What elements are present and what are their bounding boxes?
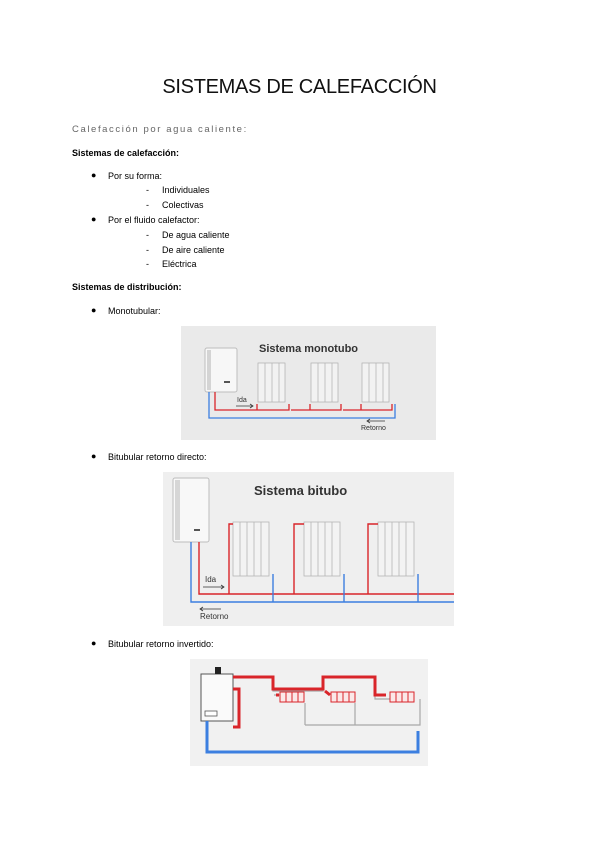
radiator-icon [389, 691, 415, 703]
radiator-icon [310, 362, 339, 403]
list-item: Por el fluido calefactor: [108, 215, 200, 225]
list-subitem: Eléctrica [162, 259, 197, 269]
supply-label: Ida [237, 397, 247, 404]
radiator-icon [279, 691, 305, 703]
supply-pipe [214, 392, 393, 411]
supply-label: Ida [205, 575, 217, 584]
bitube-reverse-return-diagram [190, 659, 428, 766]
section-heading-calefaccion: Sistemas de calefacción: [72, 148, 180, 158]
list-item: Por su forma: [108, 171, 163, 181]
radiator-icon [361, 362, 390, 403]
list-subitem: De agua caliente [162, 230, 230, 240]
boiler-icon [204, 347, 238, 393]
dash-icon: - [146, 230, 149, 240]
figure-title: Sistema bitubo [254, 483, 347, 498]
supply-pipe [233, 675, 386, 729]
return-pipe [208, 392, 396, 419]
arrow-right-icon [220, 584, 225, 590]
arrow-left-icon [199, 606, 204, 612]
return-label: Retorno [200, 612, 229, 621]
figure-title: Sistema monotubo [259, 343, 358, 355]
list-item: Bitubular retorno invertido: [108, 639, 214, 649]
subtitle: Calefacción por agua caliente: [72, 124, 248, 135]
return-pipe [190, 542, 454, 603]
bullet-icon: ● [91, 214, 97, 224]
radiator-icon [303, 521, 341, 577]
boiler-icon [200, 667, 234, 722]
list-subitem: De aire caliente [162, 245, 225, 255]
dash-icon: - [146, 245, 149, 255]
bullet-icon: ● [91, 170, 97, 180]
radiator-icon [377, 521, 415, 577]
page-title: SISTEMAS DE CALEFACCIÓN [162, 76, 437, 98]
bullet-icon: ● [91, 305, 97, 315]
radiator-icon [330, 691, 356, 703]
return-pipe [205, 721, 420, 754]
supply-pipe [198, 523, 454, 595]
list-item: Monotubular: [108, 306, 161, 316]
radiator-icon [232, 521, 270, 577]
bitube-direct-diagram: Sistema bitubo Ida Retorno [163, 472, 454, 626]
bullet-icon: ● [91, 451, 97, 461]
dash-icon: - [146, 200, 149, 210]
list-subitem: Colectivas [162, 200, 204, 210]
arrow-left-icon [366, 418, 371, 424]
dash-icon: - [146, 259, 149, 269]
boiler-icon [172, 477, 210, 543]
radiator-icon [257, 362, 286, 403]
monotube-diagram: Sistema monotubo Ida Retorno [181, 326, 436, 440]
return-label: Retorno [361, 425, 386, 432]
bullet-icon: ● [91, 638, 97, 648]
list-subitem: Individuales [162, 185, 210, 195]
section-heading-distribucion: Sistemas de distribución: [72, 282, 182, 292]
list-item: Bitubular retorno directo: [108, 452, 207, 462]
dash-icon: - [146, 185, 149, 195]
arrow-right-icon [249, 403, 254, 409]
